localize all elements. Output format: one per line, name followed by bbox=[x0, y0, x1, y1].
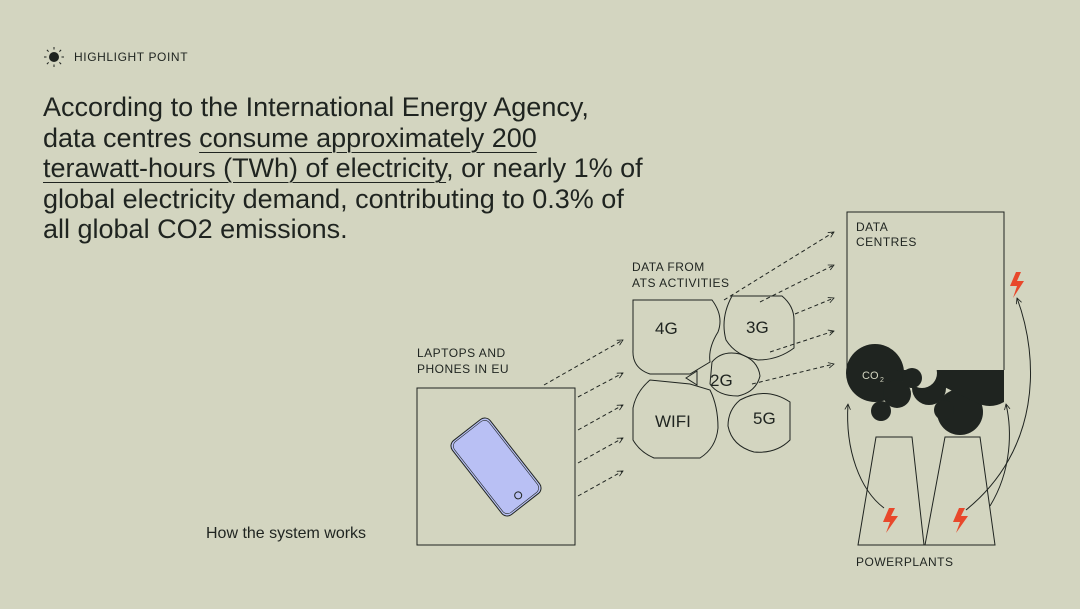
datacentre-box bbox=[846, 211, 1005, 370]
net-wifi-shape bbox=[632, 379, 719, 459]
device-to-network-arrows bbox=[543, 340, 623, 497]
net-label-wifi: WIFI bbox=[655, 412, 691, 431]
network-to-datacentre-arrows bbox=[723, 232, 834, 385]
quote-highlight: consume approximately 200 terawatt-hours… bbox=[43, 122, 537, 184]
net-4g-shape bbox=[632, 299, 721, 375]
net-2g-shape bbox=[709, 352, 761, 397]
devices-label-line1: LAPTOPS AND bbox=[417, 346, 506, 360]
co2-subscript: 2 bbox=[880, 377, 884, 384]
networks-label-line1: DATA FROM bbox=[632, 260, 705, 274]
lightning-icon-right bbox=[953, 508, 968, 533]
net-label-4g: 4G bbox=[655, 319, 678, 338]
highlight-quote: According to the International Energy Ag… bbox=[43, 92, 643, 245]
powerplant-to-datacentre-arrow-far bbox=[965, 298, 1031, 511]
quote-text-before: According to the International Energy Ag… bbox=[43, 92, 589, 153]
lightning-icon-left bbox=[883, 508, 898, 533]
datacentre-label-line1: DATA bbox=[856, 220, 888, 234]
play-left-icon bbox=[685, 370, 698, 386]
net-label-3g: 3G bbox=[746, 318, 769, 337]
sun-dot-icon bbox=[44, 47, 64, 67]
quote-text-after: , or nearly 1% of global electricity dem… bbox=[43, 153, 643, 244]
powerplant-to-datacentre-arrow-right bbox=[989, 404, 1009, 507]
co2-label: CO bbox=[862, 370, 879, 382]
powerplant-towers bbox=[857, 436, 996, 546]
phone-icon bbox=[450, 417, 542, 517]
devices-label-line2: PHONES IN EU bbox=[417, 362, 509, 376]
cooling-tower-right bbox=[924, 436, 996, 546]
eyebrow: HIGHLIGHT POINT bbox=[43, 46, 188, 68]
devices-box bbox=[416, 387, 576, 546]
lightning-icon bbox=[1010, 272, 1024, 298]
powerplants-label: POWERPLANTS bbox=[856, 555, 954, 569]
net-3g-shape bbox=[723, 295, 795, 361]
net-label-2g: 2G bbox=[710, 371, 733, 390]
co2-cloud: CO 2 bbox=[846, 344, 1004, 435]
eyebrow-label: HIGHLIGHT POINT bbox=[74, 50, 189, 64]
powerplant-to-datacentre-arrow-left bbox=[848, 404, 885, 509]
net-label-5g: 5G bbox=[753, 409, 776, 428]
networks-label-line2: ATS ACTIVITIES bbox=[632, 276, 729, 290]
net-5g-shape bbox=[727, 393, 791, 453]
cooling-tower-left bbox=[857, 436, 925, 546]
datacentre-label-line2: CENTRES bbox=[856, 235, 917, 249]
network-cluster: 4G 3G 2G WIFI 5G bbox=[632, 295, 795, 459]
diagram-caption: How the system works bbox=[206, 525, 367, 542]
